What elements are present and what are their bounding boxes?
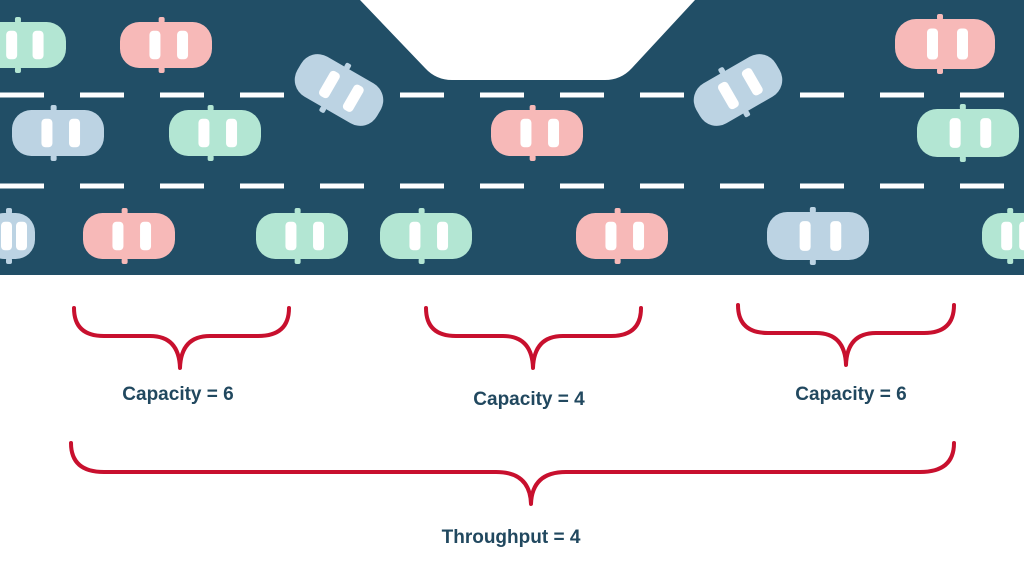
car-icon <box>491 105 583 161</box>
lane-dash <box>240 92 284 98</box>
car-icon <box>0 17 66 73</box>
highway <box>0 0 1024 275</box>
car-icon <box>693 54 783 126</box>
car-icon <box>917 104 1019 162</box>
lane-divider-bottom <box>0 183 1004 189</box>
lane-dash <box>480 183 524 189</box>
right-capacity-label: Capacity = 6 <box>795 384 907 405</box>
lane-dash <box>560 92 604 98</box>
lane-dash <box>400 183 444 189</box>
car-icon <box>294 54 384 126</box>
lane-dash <box>800 92 844 98</box>
lane-dash <box>80 183 124 189</box>
lane-dash <box>640 92 684 98</box>
car-icon <box>380 208 472 264</box>
left-capacity-label: Capacity = 6 <box>122 384 234 405</box>
car-icon <box>169 105 261 161</box>
lane-dash <box>240 183 284 189</box>
throughput-label: Throughput = 4 <box>441 527 581 548</box>
brace-right-capacity <box>736 303 956 367</box>
car-icon <box>83 208 175 264</box>
lane-dash <box>480 92 524 98</box>
lane-dash <box>0 183 44 189</box>
middle-capacity-label: Capacity = 4 <box>473 389 585 410</box>
lane-dash <box>960 92 1004 98</box>
lane-dash <box>640 183 684 189</box>
lane-dash <box>160 92 204 98</box>
brace-middle-capacity <box>424 306 643 370</box>
car-icon <box>982 208 1024 264</box>
lane-dash <box>960 183 1004 189</box>
car-icon <box>256 208 348 264</box>
lane-dash <box>320 183 364 189</box>
lane-dash <box>560 183 604 189</box>
lane-dash <box>880 92 924 98</box>
lane-dash <box>880 183 924 189</box>
brace-throughput <box>69 441 956 506</box>
car-icon <box>12 105 104 161</box>
cars <box>0 14 1024 265</box>
lane-dash <box>160 183 204 189</box>
lane-dash <box>800 183 844 189</box>
brace-left-capacity <box>72 306 291 370</box>
lane-dash <box>80 92 124 98</box>
lane-dash <box>720 183 764 189</box>
car-icon <box>767 207 869 265</box>
car-icon <box>120 17 212 73</box>
car-icon <box>576 208 668 264</box>
lane-dash <box>0 92 44 98</box>
car-icon <box>0 208 35 264</box>
car-icon <box>895 14 995 74</box>
lane-dash <box>400 92 444 98</box>
